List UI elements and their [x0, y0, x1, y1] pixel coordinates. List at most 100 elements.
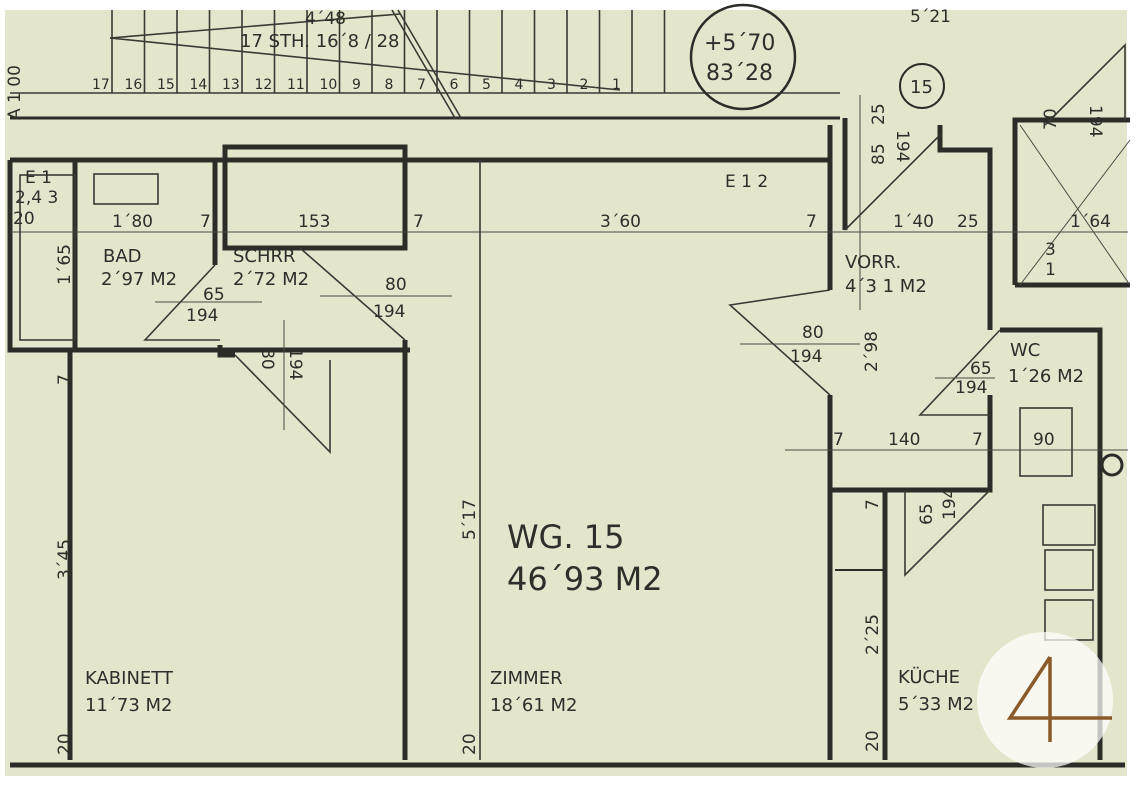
- dim-door-entry-w: 85: [869, 143, 889, 165]
- level-badge: [689, 3, 797, 111]
- room-area: 4´3 1 M2: [845, 276, 927, 297]
- dim-right-164: 1´64: [1070, 212, 1111, 232]
- dim-door-wc-w: 65: [970, 359, 992, 379]
- stair-step-number: 12: [255, 77, 273, 93]
- room-schrr: SCHRR 2´72 M2: [233, 246, 309, 290]
- room-name: KÜCHE: [898, 666, 960, 688]
- dim-hall-7b: 7: [972, 430, 983, 450]
- shaft-label-1: 1: [1045, 260, 1056, 280]
- dim-door-bad-w: 65: [203, 285, 225, 305]
- room-vorr: VORR. 4´3 1 M2: [845, 252, 927, 297]
- dim-door-zimmer-w: 80: [802, 323, 824, 343]
- stair-step-number: 4: [515, 77, 524, 93]
- room-wc: WC 1´26 M2: [1008, 340, 1084, 387]
- room-area: 2´97 M2: [101, 269, 177, 290]
- stair-step-number: 16: [125, 77, 143, 93]
- stair-label: 17 STH. 16´8 / 28: [240, 31, 399, 52]
- room-name: WC: [1010, 340, 1040, 361]
- dim-wall-7a: 7: [200, 212, 211, 232]
- room-bad: BAD 2´97 M2: [101, 246, 177, 290]
- level-elevation: +5´70: [704, 31, 775, 56]
- dim-zimmer-width: 3´60: [600, 212, 641, 232]
- dim-door-schrr-h: 194: [373, 302, 405, 322]
- room-name: KABINETT: [85, 668, 174, 689]
- stair-step-number: 2: [580, 77, 589, 93]
- dim-door-zimmer-h: 194: [790, 347, 822, 367]
- room-area: 1´26 M2: [1008, 366, 1084, 387]
- dim-door-kab-w: 80: [257, 348, 277, 370]
- stair-step-numbers: 17 16 15 14 13 12 11 10 9 8 7 6 5 4 3 2 1: [92, 77, 621, 93]
- top-dim: 5´21: [910, 7, 951, 27]
- dim-hall-140: 140: [888, 430, 920, 450]
- logo-watermark: [977, 632, 1113, 768]
- stair-step-number: 5: [482, 77, 491, 93]
- unit-area: 46´93 M2: [507, 560, 663, 598]
- stair-step-number: 15: [157, 77, 175, 93]
- room-area: 11´73 M2: [85, 695, 173, 716]
- dim-door-kitchen-w: 65: [917, 503, 937, 525]
- dim-vorr-width: 1´40: [893, 212, 934, 232]
- room-area: 5´33 M2: [898, 694, 974, 715]
- dim-kitchen-20: 20: [863, 730, 883, 752]
- staircase: [10, 9, 840, 120]
- room-area: 18´61 M2: [490, 695, 578, 716]
- dim-wall-7b: 7: [413, 212, 424, 232]
- dim-door-kitchen-h: 194: [940, 488, 960, 520]
- dim-door-entry-25: 25: [869, 103, 889, 125]
- room-name: ZIMMER: [490, 668, 563, 689]
- shaft-label-e12: E 1 2: [725, 172, 768, 192]
- level-absolute: 83´28: [706, 61, 773, 86]
- dim-door-bad-h: 194: [186, 306, 218, 326]
- dim-hall-7a: 7: [833, 430, 844, 450]
- room-name: VORR.: [845, 252, 901, 273]
- shaft-label-243: 2,4 3: [15, 188, 58, 208]
- shaft-label-3: 3: [1045, 240, 1056, 260]
- stair-step-number: 7: [417, 77, 426, 93]
- stair-step-number: 10: [320, 77, 338, 93]
- room-name: SCHRR: [233, 246, 296, 267]
- stair-step-number: 17: [92, 77, 110, 93]
- thin-lines: [10, 95, 1131, 760]
- dim-door-wc-h: 194: [955, 378, 987, 398]
- dim-wc-90: 90: [1033, 430, 1055, 450]
- room-zimmer: ZIMMER 18´61 M2: [490, 668, 578, 716]
- dim-kab-20: 20: [55, 733, 75, 755]
- logo-four-icon: [1006, 656, 1112, 742]
- dim-door-schrr-w: 80: [385, 275, 407, 295]
- stair-step-number: 6: [450, 77, 459, 93]
- dim-bad-width: 1´80: [112, 212, 153, 232]
- dim-vorr-25: 25: [957, 212, 979, 232]
- dim-door-right-h: 194: [1085, 105, 1105, 137]
- dim-kitchen-7: 7: [863, 499, 883, 510]
- dim-schrr-width: 153: [298, 212, 330, 232]
- shaft-label-e1: E 1: [25, 168, 52, 188]
- room-area: 2´72 M2: [233, 269, 309, 290]
- stair-step-number: 8: [385, 77, 394, 93]
- dim-door-right-w: 70: [1041, 108, 1061, 130]
- room-kabinett: KABINETT 11´73 M2: [85, 668, 174, 716]
- dim-door-entry-h: 194: [892, 130, 912, 162]
- room-name: BAD: [103, 246, 142, 267]
- stair-step-number: 14: [190, 77, 208, 93]
- stair-step-number: 13: [222, 77, 240, 93]
- stair-step-number: 11: [287, 77, 305, 93]
- dim-wall-7c: 7: [806, 212, 817, 232]
- dimensions: 1´80 1´65 7 153 7 3´60 7 1´40 25 1´64 65…: [55, 103, 1111, 755]
- stair-step-number: 9: [352, 77, 361, 93]
- dim-kab-depth: 3´45: [55, 539, 75, 580]
- dim-kitchen-depth: 2´25: [863, 614, 883, 655]
- unit-label: WG. 15: [507, 518, 625, 556]
- door-swings: [143, 43, 1126, 577]
- stair-step-number: 1: [612, 77, 621, 93]
- stair-top-dim: 4´48: [305, 9, 346, 29]
- left-edge-text: A 1 00: [5, 65, 25, 120]
- unit-number: 15: [910, 77, 933, 98]
- unit-number-badge: [899, 63, 945, 109]
- stair-step-number: 3: [547, 77, 556, 93]
- dim-zimmer-depth: 5´17: [460, 499, 480, 540]
- dim-bad-depth: 1´65: [55, 244, 75, 285]
- dim-vorr-depth: 2´98: [862, 331, 882, 372]
- dim-door-kab-h: 194: [285, 348, 305, 380]
- room-kueche: KÜCHE 5´33 M2: [898, 666, 974, 715]
